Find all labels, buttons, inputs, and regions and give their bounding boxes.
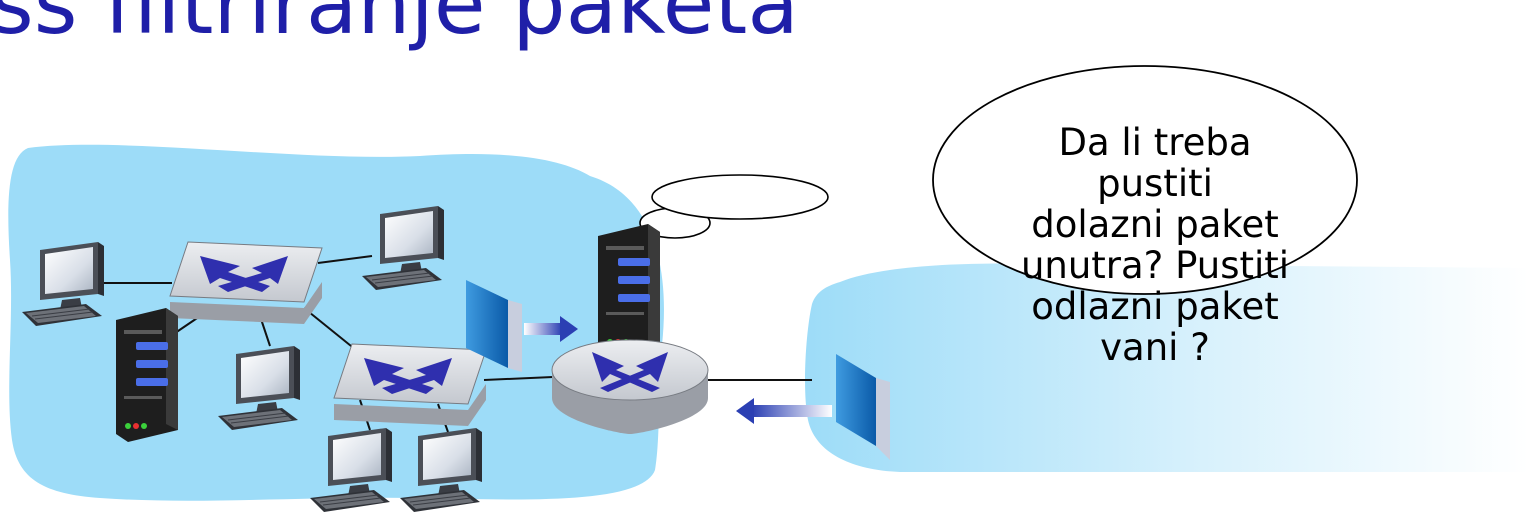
bubble-line: dolazni paket: [1031, 203, 1279, 246]
bubble-line: odlazni paket vani ?: [1031, 285, 1279, 369]
firewall-internal-icon: [466, 280, 522, 372]
server-tower-icon: [598, 224, 660, 358]
bubble-line: unutra? Pustiti: [1020, 244, 1290, 287]
thought-bubble-medium: [651, 174, 829, 220]
thought-bubble-main: [932, 65, 1358, 295]
server-tower-icon: [116, 308, 178, 442]
thought-bubble-text: Da li treba pustiti dolazni paket unutra…: [1005, 122, 1305, 368]
external-network-cloud: [805, 263, 1529, 472]
incoming-packet-arrow: [736, 398, 832, 424]
bubble-line: Da li treba pustiti: [1058, 121, 1252, 205]
outgoing-packet-arrow: [524, 316, 578, 342]
network-switch-icon: [333, 343, 487, 427]
slide-title: ss filtriranje paketa: [0, 0, 799, 53]
network-switch-icon: [169, 241, 323, 325]
firewall-external-icon: [836, 354, 890, 460]
router-icon: [551, 339, 709, 434]
